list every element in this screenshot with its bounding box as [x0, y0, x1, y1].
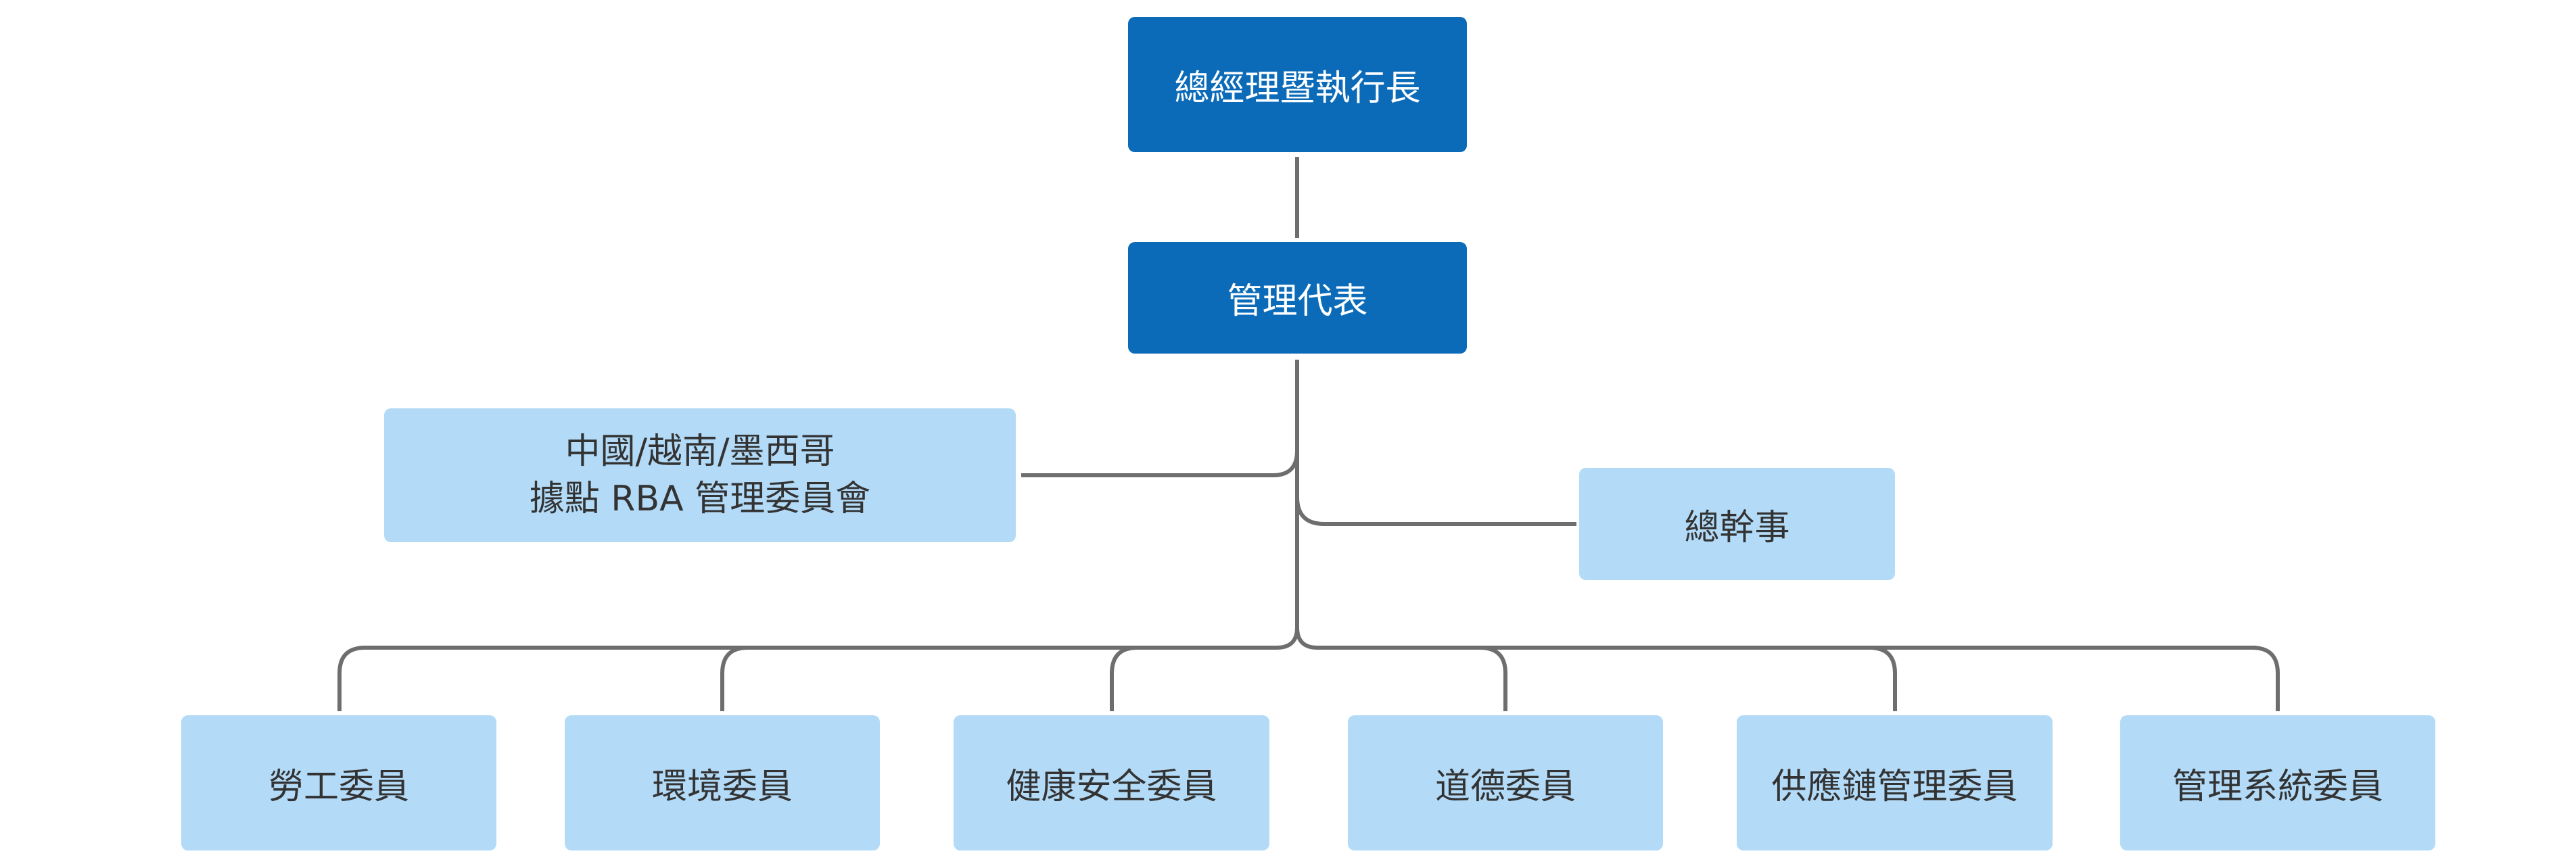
member-label: 供應鏈管理委員 — [1771, 766, 2018, 807]
ceo-box: 總經理暨執行長 — [1128, 17, 1467, 152]
member-box-management-system: 管理系統委員 — [2120, 715, 2435, 850]
connector-member-4 — [1479, 646, 1507, 711]
connector-member-3 — [1110, 646, 1138, 711]
connector-secretary — [1295, 496, 1576, 526]
management-representative-label: 管理代表 — [1227, 281, 1368, 322]
member-box-environment: 環境委員 — [565, 715, 880, 850]
connector-member-bus — [365, 627, 2256, 650]
member-label: 道德委員 — [1434, 766, 1576, 807]
connector-member-5 — [1869, 646, 1897, 711]
site-rba-committee-line2: 據點 RBA 管理委員會 — [529, 479, 871, 519]
secretary-general-box: 總幹事 — [1579, 468, 1895, 580]
member-box-health-safety: 健康安全委員 — [954, 715, 1269, 850]
ceo-label: 總經理暨執行長 — [1174, 68, 1421, 109]
member-box-supply-chain: 供應鏈管理委員 — [1737, 715, 2053, 850]
member-label: 健康安全委員 — [1006, 766, 1217, 807]
connector-member-2 — [720, 646, 749, 711]
secretary-general-label: 總幹事 — [1684, 507, 1790, 548]
site-rba-committee-box: 中國/越南/墨西哥 據點 RBA 管理委員會 — [384, 408, 1016, 542]
connector-member-1 — [337, 646, 366, 711]
member-box-labor: 勞工委員 — [181, 715, 496, 850]
member-label: 環境委員 — [651, 766, 793, 807]
connector-site-committee — [1021, 450, 1299, 477]
site-rba-committee-line1: 中國/越南/墨西哥 — [565, 431, 835, 472]
management-representative-box: 管理代表 — [1128, 242, 1467, 354]
connector-member-6 — [2251, 646, 2280, 711]
member-label: 勞工委員 — [268, 766, 409, 807]
member-label: 管理系統委員 — [2172, 766, 2383, 807]
member-box-ethics: 道德委員 — [1348, 715, 1663, 850]
